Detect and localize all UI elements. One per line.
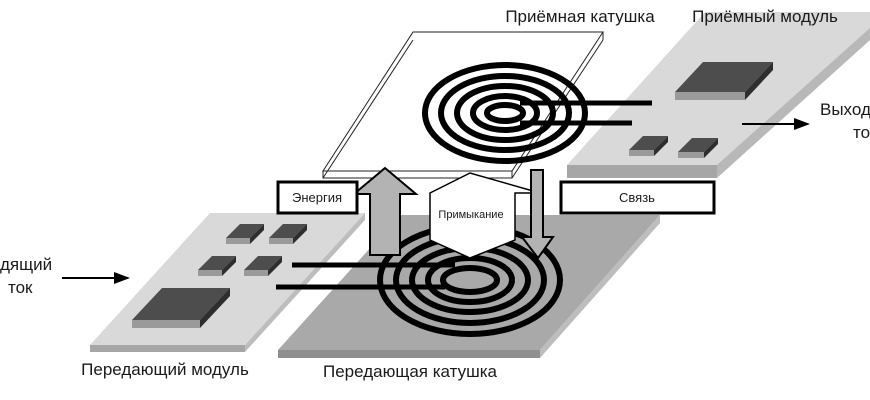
energy-label-box: Энергия: [276, 180, 359, 215]
input-current-label-line1: дящий: [0, 255, 52, 274]
receiver-module-label: Приёмный модуль: [692, 7, 838, 26]
communication-label: Связь: [619, 190, 655, 205]
receiver-coil-label: Приёмная катушка: [505, 7, 655, 26]
coupling-shape: [429, 172, 541, 259]
energy-label: Энергия: [292, 190, 342, 205]
output-current-arrow-icon: [742, 118, 810, 130]
communication-label-box: Связь: [559, 180, 716, 215]
transmitter-module-label: Передающий модуль: [81, 360, 249, 379]
transmitter-coil-label: Передающая катушка: [323, 362, 498, 381]
transmitter-chip-large: [132, 288, 230, 328]
transmitter-module-board: [90, 213, 365, 352]
transmitter-chip-small: [244, 256, 282, 276]
output-current-label-line1: Выход: [820, 100, 870, 119]
transmitter-chip-small: [198, 256, 236, 276]
receiver-chip-small: [678, 138, 718, 158]
receiver-chip-small: [629, 136, 668, 156]
receiver-coil-plate: [322, 31, 604, 179]
transmitter-coil-leads: [276, 262, 455, 290]
receiver-module-board: [567, 12, 870, 178]
transmitter-chip-small: [269, 224, 307, 244]
transmitter-chip-small: [226, 224, 264, 244]
receiver-coil-leads: [520, 100, 652, 126]
input-current-label-line2: ток: [8, 278, 33, 297]
coupling-label: Примыкание: [438, 209, 503, 221]
communication-arrow-icon: [519, 169, 555, 260]
energy-arrow-icon: [351, 166, 419, 256]
output-current-label-line2: то: [853, 123, 870, 142]
receiver-coil-windings: [422, 62, 588, 164]
input-current-arrow-icon: [62, 272, 130, 284]
receiver-chip-large: [675, 62, 773, 100]
